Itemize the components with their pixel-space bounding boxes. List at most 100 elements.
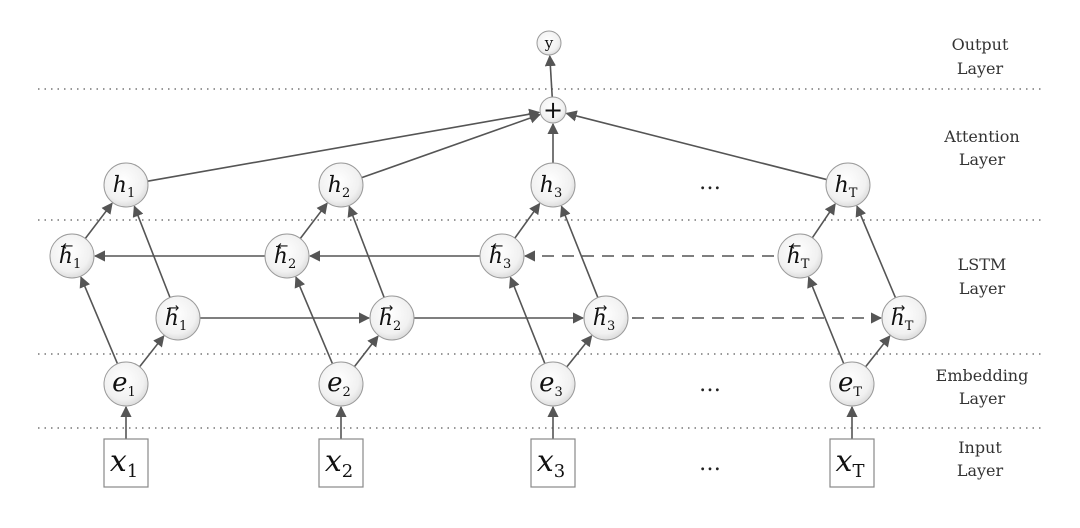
label-lstm-line1: LSTM: [958, 255, 1007, 274]
embedding-e-2: e2: [318, 361, 364, 407]
attention-h-t-circle: [825, 162, 871, 208]
edge-backward-attention-1: [84, 202, 113, 239]
edge-embedding-forward-t: [864, 335, 891, 368]
sum-symbol: +: [543, 96, 563, 124]
edge-backward-attention-t: [811, 203, 836, 239]
layer-labels: Output Layer Attention Layer LSTM Layer …: [936, 35, 1029, 480]
embedding-e-2-circle: [318, 361, 364, 407]
edge-embedding-forward-1: [138, 335, 165, 368]
forward-h-t-label: hT: [891, 306, 914, 334]
output-circle: [536, 30, 562, 56]
embedding-e-2-label: e2: [327, 368, 351, 400]
attention-h-t: hT: [825, 162, 871, 208]
label-lstm-line2: Layer: [959, 279, 1006, 298]
backward-h-3-circle: [479, 233, 525, 279]
embedding-e-1-circle: [103, 361, 149, 407]
input-x-1-box: [103, 438, 149, 488]
ellipsis-embedding: …: [699, 372, 721, 397]
embedding-e-3-label: e3: [539, 368, 563, 400]
edge-attention-sum-1: [147, 108, 541, 182]
input-x-3-label: x3: [537, 444, 565, 482]
forward-h-2: h2→: [369, 295, 415, 341]
edge-forward-attention-t: [855, 205, 897, 299]
backward-h-1-direction-arrow: ←: [63, 239, 74, 254]
attention-h-1-circle: [103, 162, 149, 208]
forward-h-1-circle: [155, 295, 201, 341]
ellipsis-attention: …: [699, 170, 721, 195]
input-x-2-box: [318, 438, 364, 488]
backward-h-2-circle: [264, 233, 310, 279]
forward-h-2-direction-arrow: →: [383, 301, 394, 316]
edge-attention-sum-t: [565, 110, 827, 181]
backward-h-t-direction-arrow: ←: [791, 239, 802, 254]
output-label: y: [544, 34, 554, 52]
backward-h-2: h2←: [264, 233, 310, 279]
forward-h-2-label: h2: [379, 306, 401, 334]
label-embedding-line1: Embedding: [936, 366, 1029, 385]
edge-backward-attention-3: [514, 202, 541, 239]
backward-h-t-label: hT: [787, 244, 810, 272]
edge-forward-attention-2: [347, 205, 385, 298]
backward-h-3-direction-arrow: ←: [493, 239, 504, 254]
attention-h-3-circle: [530, 162, 576, 208]
forward-h-3-circle: [583, 295, 629, 341]
embedding-e-1: e1: [103, 361, 149, 407]
embedding-e-t-circle: [829, 361, 875, 407]
ellipsis-input: …: [699, 451, 721, 476]
ellipses: … … …: [699, 170, 721, 476]
forward-h-1-label: h1: [165, 306, 187, 334]
forward-h-2-circle: [369, 295, 415, 341]
forward-h-t-circle: [881, 295, 927, 341]
label-attention-line1: Attention: [943, 127, 1019, 146]
edge-embedding-backward-1: [79, 276, 119, 365]
edge-embedding-backward-2: [294, 276, 334, 365]
label-input-line1: Input: [958, 438, 1002, 457]
sum-circle: [539, 96, 567, 124]
embedding-e-t: eT: [829, 361, 875, 407]
label-attention-line2: Layer: [959, 150, 1006, 169]
backward-h-1-circle: [49, 233, 95, 279]
edge-attention-sum-2: [361, 112, 541, 179]
attention-h-3-label: h3: [540, 173, 562, 201]
attention-h-3: h3: [530, 162, 576, 208]
label-embedding-line2: Layer: [959, 389, 1006, 408]
forward-h-t: hT→: [881, 295, 927, 341]
output-y-node: y: [536, 30, 562, 56]
input-x-t-label: xT: [836, 444, 865, 482]
backward-h-t: hT←: [777, 233, 823, 279]
edge-backward-attention-2: [299, 202, 328, 239]
edges: [79, 54, 897, 439]
input-x-2: x2: [318, 438, 364, 488]
edge-embedding-backward-t: [807, 276, 845, 364]
backward-h-3: h3←: [479, 233, 525, 279]
forward-h-1-direction-arrow: →: [169, 301, 180, 316]
backward-h-t-circle: [777, 233, 823, 279]
backward-h-1: h1←: [49, 233, 95, 279]
label-input-line2: Layer: [957, 461, 1004, 480]
label-output-line2: Layer: [957, 59, 1004, 78]
embedding-e-3-circle: [530, 361, 576, 407]
input-x-2-label: x2: [325, 444, 353, 482]
backward-h-3-label: h3: [489, 244, 511, 272]
attention-h-2-label: h2: [328, 173, 350, 201]
label-output-line1: Output: [952, 35, 1009, 54]
edge-embedding-forward-2: [353, 335, 379, 368]
input-x-1-label: x1: [110, 444, 138, 482]
input-x-t: xT: [829, 438, 875, 488]
attention-h-2-circle: [318, 162, 364, 208]
backward-h-2-direction-arrow: ←: [278, 239, 289, 254]
embedding-e-1-label: e1: [112, 368, 136, 400]
backward-h-1-label: h1: [59, 244, 81, 272]
embedding-e-t-label: eT: [838, 368, 862, 400]
attention-h-1-label: h1: [113, 173, 135, 201]
forward-h-3: h3→: [583, 295, 629, 341]
edge-sum-output: [544, 54, 556, 98]
input-x-t-box: [829, 438, 875, 488]
attention-sum-node: +: [539, 96, 567, 124]
input-x-1: x1: [103, 438, 149, 488]
forward-h-3-direction-arrow: →: [597, 301, 608, 316]
embedding-e-3: e3: [530, 361, 576, 407]
attention-h-2: h2: [318, 162, 364, 208]
